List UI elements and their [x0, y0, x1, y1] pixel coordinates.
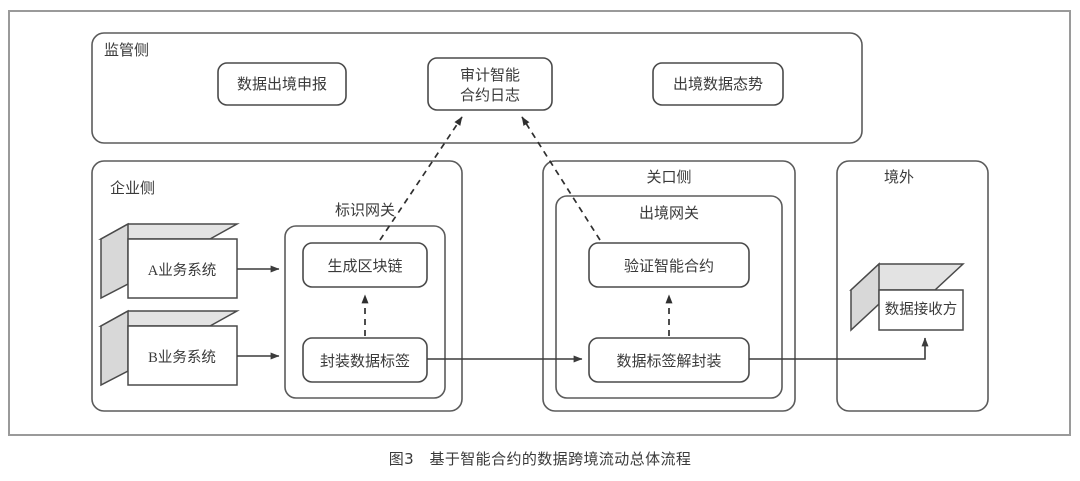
node-data-export-declaration[interactable]: [217, 62, 347, 106]
node-encapsulate-data-tag-label: 封装数据标签: [320, 353, 410, 370]
panel-enterprise-label: 企业侧: [110, 179, 155, 197]
connector-generate-to-audit-log: [379, 116, 463, 241]
node-audit-contract-log-label-line1: 审计智能: [460, 66, 520, 84]
connector-verify-to-audit-log: [521, 116, 601, 241]
node-generate-blockchain-label: 生成区块链: [327, 258, 402, 275]
node-decapsulate-data-tag-label: 数据标签解封装: [616, 353, 721, 370]
cube-system-b[interactable]: B业务系统: [98, 309, 240, 387]
cube-system-b-label: B业务系统: [148, 349, 216, 366]
figure-caption: 图3 基于智能合约的数据跨境流动总体流程: [388, 450, 692, 468]
panel-customs-label: 关口侧: [646, 169, 691, 186]
node-encapsulate-data-tag[interactable]: [302, 337, 428, 383]
cube-data-receiver-label: 数据接收方: [885, 301, 958, 318]
subpanel-export-gateway-label: 出境网关: [639, 204, 699, 222]
panel-overseas-label: 境外: [884, 168, 914, 186]
panel-regulator-label: 监管侧: [104, 42, 149, 59]
node-export-data-situation[interactable]: [652, 62, 784, 106]
node-generate-blockchain[interactable]: [302, 242, 428, 288]
node-audit-contract-log[interactable]: [427, 57, 553, 111]
cube-data-receiver[interactable]: 数据接收方: [849, 262, 965, 332]
cube-system-a[interactable]: A业务系统: [98, 222, 240, 300]
node-data-export-declaration-label: 数据出境申报: [237, 75, 327, 93]
subpanel-identification-gateway-label: 标识网关: [335, 202, 395, 219]
node-export-data-situation-label: 出境数据态势: [673, 75, 763, 93]
node-audit-contract-log-label-line2: 合约日志: [460, 87, 520, 104]
connector-decapsulate-to-receiver: [749, 337, 929, 360]
node-decapsulate-data-tag[interactable]: [588, 337, 750, 383]
cube-system-a-label: A业务系统: [148, 262, 216, 279]
node-verify-smart-contract[interactable]: [588, 242, 750, 288]
node-verify-smart-contract-label: 验证智能合约: [624, 257, 714, 275]
